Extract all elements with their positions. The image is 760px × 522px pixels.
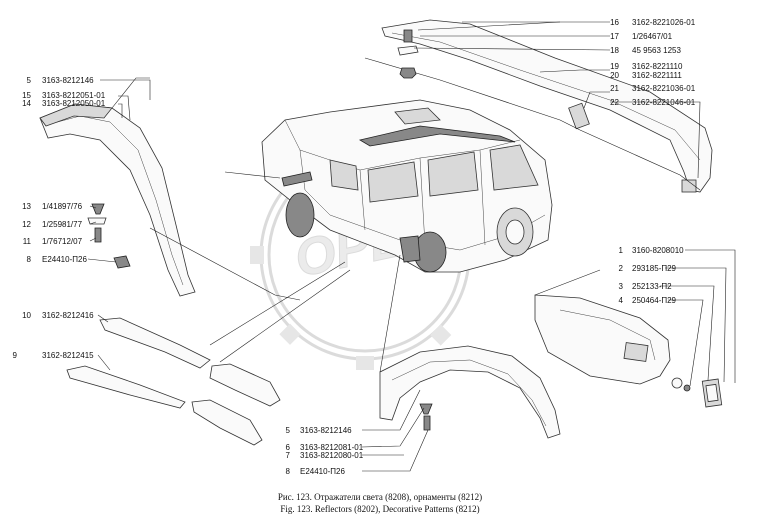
pointer-lines bbox=[149, 21, 601, 373]
callout-num: 12 bbox=[22, 220, 31, 229]
callout-num: 8 bbox=[286, 467, 291, 476]
callout-code: 3162-8221026-01 bbox=[632, 18, 696, 27]
callout-num: 20 bbox=[610, 71, 619, 80]
callout-code: 3163-8212146 bbox=[300, 426, 352, 435]
rail-fasteners bbox=[397, 29, 419, 79]
callout-num: 8 bbox=[27, 255, 32, 264]
callout-code: 1/25981/77 bbox=[42, 220, 83, 229]
callout-code: E24410-П26 bbox=[42, 255, 87, 264]
callout-labels: 16 3162-8221026-01 17 1/26467/01 18 45 9… bbox=[13, 18, 696, 476]
vehicle-body bbox=[261, 99, 553, 273]
callout-code: 3162-8221110 bbox=[632, 62, 683, 71]
leader-lines bbox=[87, 21, 736, 472]
callout-num: 15 bbox=[22, 91, 31, 100]
callout-num: 7 bbox=[286, 451, 291, 460]
fender-flare-left bbox=[39, 77, 196, 297]
callout-num: 13 bbox=[22, 202, 31, 211]
callout-num: 22 bbox=[610, 98, 619, 107]
callout-code: 1/41897/76 bbox=[42, 202, 83, 211]
callout-code: 3162-8221036-01 bbox=[632, 84, 696, 93]
callout-code: 3163-8212051-01 bbox=[42, 91, 106, 100]
callout-code: 1/26467/01 bbox=[632, 32, 673, 41]
callout-code: 250464-П29 bbox=[632, 296, 677, 305]
rear-reflector bbox=[534, 294, 723, 408]
callout-code: 3163-8212050-01 bbox=[42, 99, 106, 108]
callout-num: 11 bbox=[23, 237, 32, 246]
caption-ru: Рис. 123. Отражатели света (8208), орнам… bbox=[278, 492, 482, 502]
callout-code: 3162-8212415 bbox=[42, 351, 94, 360]
callout-num: 14 bbox=[22, 99, 31, 108]
callout-num: 4 bbox=[619, 296, 624, 305]
callout-num: 19 bbox=[610, 62, 619, 71]
callout-num: 2 bbox=[619, 264, 624, 273]
callout-code: 1/76712/07 bbox=[42, 237, 83, 246]
callout-code: 3163-8212081-01 bbox=[300, 443, 364, 452]
callout-num: 21 bbox=[610, 84, 619, 93]
callout-code: 252133-П2 bbox=[632, 282, 672, 291]
callout-num: 17 bbox=[610, 32, 619, 41]
callout-code: 293185-П29 bbox=[632, 264, 677, 273]
callout-code: 3163-8212146 bbox=[42, 76, 94, 85]
callout-code: 3160-8208010 bbox=[632, 246, 684, 255]
roof-rail bbox=[364, 19, 713, 193]
callout-code: 45 9563 1253 bbox=[632, 46, 681, 55]
callout-num: 3 bbox=[619, 282, 624, 291]
side-moldings bbox=[66, 317, 281, 446]
caption-en: Fig. 123. Reflectors (8202), Decorative … bbox=[280, 504, 479, 514]
figure-caption: Рис. 123. Отражатели света (8208), орнам… bbox=[278, 492, 482, 514]
callout-code: 3163-8212080-01 bbox=[300, 451, 364, 460]
callout-num: 5 bbox=[286, 426, 291, 435]
fender-clips-left bbox=[87, 203, 131, 269]
fender-flare-rear bbox=[379, 345, 561, 439]
callout-num: 18 bbox=[610, 46, 619, 55]
callout-num: 10 bbox=[22, 311, 31, 320]
callout-code: 3162-8221111 bbox=[632, 71, 682, 80]
callout-code: 3162-8221046-01 bbox=[632, 98, 696, 107]
callout-num: 1 bbox=[619, 246, 624, 255]
callout-num: 9 bbox=[13, 351, 18, 360]
callout-num: 5 bbox=[27, 76, 32, 85]
callout-num: 6 bbox=[286, 443, 291, 452]
callout-code: 3162-8212416 bbox=[42, 311, 94, 320]
callout-num: 16 bbox=[610, 18, 619, 27]
callout-code: E24410-П26 bbox=[300, 467, 345, 476]
